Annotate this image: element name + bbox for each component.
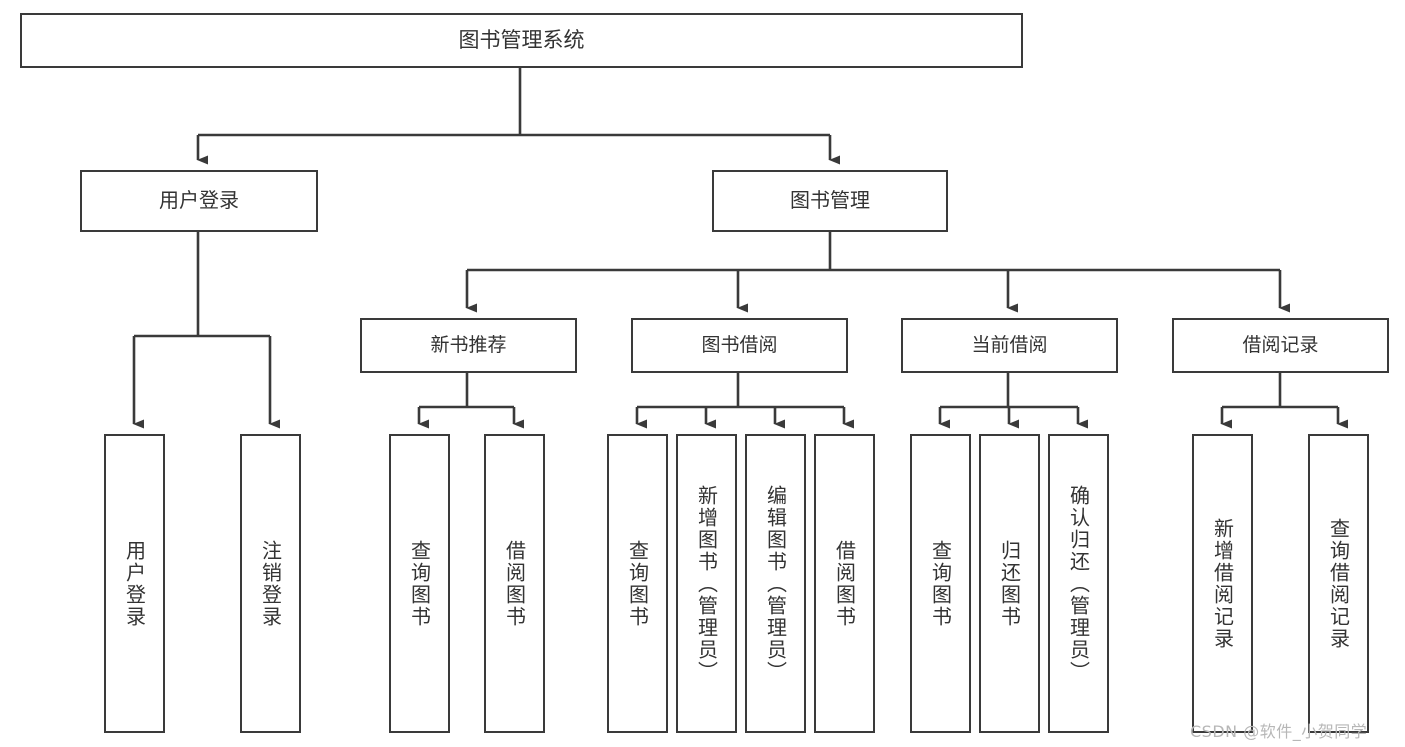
node-leaf-borrow-book-1-label: 借阅图书	[502, 539, 527, 628]
node-leaf-query-record[interactable]: 查询借阅记录	[1308, 434, 1369, 733]
node-borrow-record-label: 借阅记录	[1242, 334, 1319, 357]
node-user-login[interactable]: 用户登录	[80, 170, 318, 232]
node-leaf-edit-book-label: 编辑图书（管理员）	[763, 484, 788, 683]
node-leaf-query-book-2[interactable]: 查询图书	[607, 434, 668, 733]
node-leaf-confirm-return[interactable]: 确认归还（管理员）	[1048, 434, 1109, 733]
node-leaf-confirm-return-label: 确认归还（管理员）	[1066, 484, 1091, 683]
node-leaf-query-book-1-label: 查询图书	[407, 539, 432, 628]
node-leaf-user-login-label: 用户登录	[122, 539, 147, 628]
node-leaf-user-login[interactable]: 用户登录	[104, 434, 165, 733]
node-book-borrow[interactable]: 图书借阅	[631, 318, 848, 373]
node-leaf-borrow-book-2-label: 借阅图书	[832, 539, 857, 628]
csdn-watermark: CSDN @软件_小贺同学	[1190, 722, 1368, 741]
node-user-login-label: 用户登录	[159, 188, 239, 213]
node-leaf-return-book-label: 归还图书	[997, 539, 1022, 628]
node-current-borrow-label: 当前借阅	[971, 334, 1048, 357]
node-leaf-query-book-3-label: 查询图书	[928, 539, 953, 628]
node-book-management[interactable]: 图书管理	[712, 170, 948, 232]
node-leaf-add-record-label: 新增借阅记录	[1210, 517, 1235, 650]
node-leaf-add-book-label: 新增图书（管理员）	[694, 484, 719, 683]
node-leaf-return-book[interactable]: 归还图书	[979, 434, 1040, 733]
node-leaf-edit-book[interactable]: 编辑图书（管理员）	[745, 434, 806, 733]
node-leaf-logout-login[interactable]: 注销登录	[240, 434, 301, 733]
node-leaf-borrow-book-2[interactable]: 借阅图书	[814, 434, 875, 733]
node-leaf-borrow-book-1[interactable]: 借阅图书	[484, 434, 545, 733]
node-book-borrow-label: 图书借阅	[701, 334, 778, 357]
node-leaf-logout-login-label: 注销登录	[258, 539, 283, 628]
node-current-borrow[interactable]: 当前借阅	[901, 318, 1118, 373]
node-new-book-recommend-label: 新书推荐	[430, 334, 507, 357]
node-leaf-query-record-label: 查询借阅记录	[1326, 517, 1351, 650]
node-root-label: 图书管理系统	[458, 28, 585, 53]
node-book-management-label: 图书管理	[790, 188, 870, 213]
node-leaf-query-book-2-label: 查询图书	[625, 539, 650, 628]
node-leaf-add-book[interactable]: 新增图书（管理员）	[676, 434, 737, 733]
node-root[interactable]: 图书管理系统	[20, 13, 1023, 68]
node-leaf-add-record[interactable]: 新增借阅记录	[1192, 434, 1253, 733]
node-leaf-query-book-1[interactable]: 查询图书	[389, 434, 450, 733]
node-borrow-record[interactable]: 借阅记录	[1172, 318, 1389, 373]
node-new-book-recommend[interactable]: 新书推荐	[360, 318, 577, 373]
node-leaf-query-book-3[interactable]: 查询图书	[910, 434, 971, 733]
